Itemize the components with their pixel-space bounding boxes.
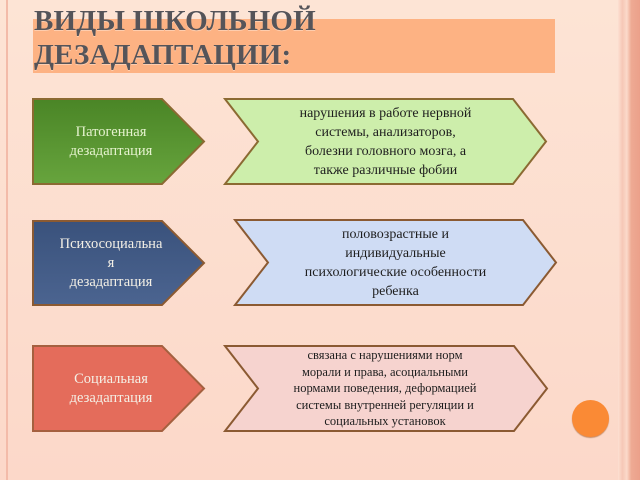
- description-chevron-psychosocial: половозрастные и индивидуальные психолог…: [232, 219, 558, 306]
- type-label: Социальная дезадаптация: [69, 370, 153, 406]
- title-highlight-band: [33, 19, 555, 73]
- description-chevron-social: связана с нарушениями норм морали и прав…: [222, 345, 549, 432]
- pentagon-arrow-shape: [32, 345, 206, 432]
- type-label: Патогенная дезадаптация: [69, 123, 153, 159]
- type-label: Психосоциальна я дезадаптация: [59, 235, 163, 290]
- pentagon-arrow-shape: [32, 98, 206, 185]
- chevron-shape: [222, 345, 549, 432]
- chevron-shape: [222, 98, 548, 185]
- slide-title: ВИДЫ ШКОЛЬНОЙ ДЕЗАДАПТАЦИИ:: [34, 5, 316, 71]
- left-border-line: [6, 0, 8, 480]
- type-pentagon-pathogenic: Патогенная дезадаптация: [32, 98, 206, 185]
- description-text: половозрастные и индивидуальные психолог…: [304, 226, 487, 299]
- description-text: нарушения в работе нервной системы, анал…: [299, 105, 472, 178]
- description-text: связана с нарушениями норм морали и прав…: [293, 348, 477, 429]
- type-pentagon-social: Социальная дезадаптация: [32, 345, 206, 432]
- type-pentagon-psychosocial: Психосоциальна я дезадаптация: [32, 220, 206, 306]
- decorative-orange-circle: [572, 400, 609, 437]
- description-chevron-pathogenic: нарушения в работе нервной системы, анал…: [222, 98, 548, 185]
- pentagon-arrow-shape: [32, 220, 206, 306]
- right-decorative-frame: [618, 0, 640, 480]
- chevron-shape: [232, 219, 558, 306]
